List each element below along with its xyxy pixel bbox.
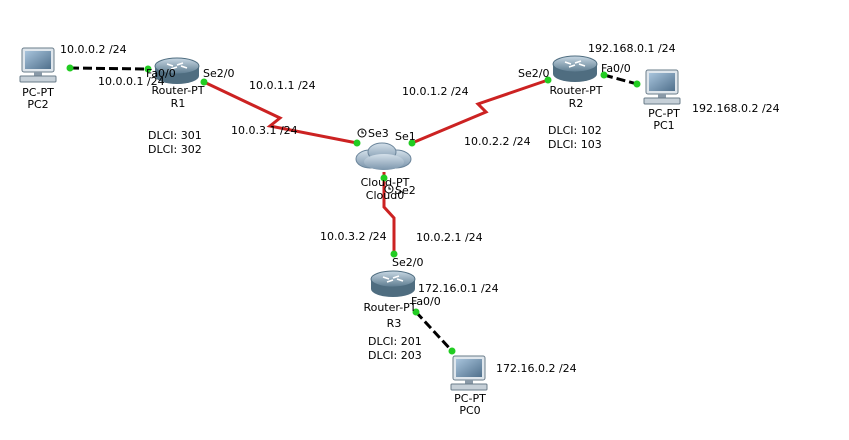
router-r2[interactable]: Router-PT R2 [549, 55, 603, 110]
dlci-label-r1: DLCI: 301 [148, 129, 202, 142]
ip-label-pc2: 10.0.0.2 /24 [60, 43, 127, 56]
port-dot-pc1 [633, 80, 641, 88]
port-dot-r3-fa [412, 308, 420, 316]
ip-label-r3-se-sub: 10.0.3.2 /24 [320, 230, 387, 243]
port-dot-cloud-se2 [380, 174, 388, 182]
ip-label-r3-se: 10.0.2.1 /24 [416, 231, 483, 244]
router-icon [370, 270, 416, 297]
ip-label-r1-se-sub: 10.0.3.1 /24 [231, 124, 298, 137]
router-icon [552, 55, 598, 82]
router-r3[interactable]: Router-PT R3 [363, 270, 417, 330]
port-label-r1-fa: Fa0/0 [146, 67, 176, 80]
dlci-label-r2: DLCI: 103 [548, 138, 602, 151]
pc-icon [450, 355, 488, 391]
serial-link-r1-cloud[interactable] [203, 80, 358, 145]
pc-pc1[interactable]: PC-PT PC1 [643, 69, 681, 132]
port-label-cloud-se1: Se1 [395, 130, 416, 143]
ip-label-r1-fa: 10.0.0.1 /24 [98, 75, 165, 88]
device-model-label: Cloud-PT [361, 176, 410, 189]
device-model-label: PC-PT [22, 86, 54, 99]
port-label-r3-fa: Fa0/0 [411, 295, 441, 308]
port-label-cloud-se3: Se3 [368, 127, 389, 140]
ip-label-r2-fa: 192.168.0.1 /24 [588, 42, 676, 55]
device-name-label: Cloud0 [366, 189, 404, 202]
ip-label-pc1: 192.168.0.2 /24 [692, 102, 780, 115]
port-dot-pc2 [66, 64, 74, 72]
serial-link-r2-cloud[interactable] [411, 78, 549, 145]
ip-label-r3-fa: 172.16.0.1 /24 [418, 282, 499, 295]
dlci-label-r3: DLCI: 203 [368, 349, 422, 362]
pc-icon [19, 47, 57, 83]
pc-pc0[interactable]: PC-PT PC0 [450, 355, 488, 417]
pc-pc2[interactable]: PC-PT PC2 [19, 47, 57, 111]
pc-icon [643, 69, 681, 105]
cloud-cloud0[interactable]: Cloud-PT Cloud0 [355, 142, 412, 202]
device-name-label: R3 [387, 317, 402, 330]
device-model-label: PC-PT [648, 107, 680, 120]
router-r1[interactable]: Router-PT R1 [151, 57, 205, 110]
device-model-label: Router-PT [151, 84, 204, 97]
device-name-label: R2 [569, 97, 584, 110]
clock-icon [357, 128, 367, 138]
port-labels: Fa0/0 Se2/0 Se2/0 Fa0/0 Se2/0 Fa0/0 Se3 … [146, 62, 631, 308]
router-icon [154, 57, 200, 84]
ethernet-link-pc2-r1[interactable] [69, 66, 149, 71]
device-model-label: PC-PT [454, 392, 486, 405]
serial-link-r3-cloud[interactable] [382, 172, 396, 254]
ethernet-link-r3-pc0[interactable] [414, 310, 454, 353]
port-dot-cloud-se3 [353, 139, 361, 147]
port-dot-r1-fa [144, 65, 152, 73]
dlci-labels: DLCI: 301 DLCI: 302 DLCI: 102 DLCI: 103 … [148, 124, 602, 362]
address-labels: 10.0.0.2 /24 10.0.0.1 /24 10.0.1.1 /24 1… [60, 42, 780, 375]
ip-label-r1-se: 10.0.1.1 /24 [249, 79, 316, 92]
dlci-label-r2: DLCI: 102 [548, 124, 602, 137]
dlci-label-r1: DLCI: 302 [148, 143, 202, 156]
ip-label-r2-se: 10.0.1.2 /24 [402, 85, 469, 98]
port-dot-r2-fa [600, 71, 608, 79]
port-label-r1-se: Se2/0 [203, 67, 234, 80]
port-label-r2-se: Se2/0 [518, 67, 549, 80]
device-model-label: Router-PT [549, 84, 602, 97]
ip-label-r2-se-sub: 10.0.2.2 /24 [464, 135, 531, 148]
links [69, 66, 638, 353]
port-dot-r3-se [390, 250, 398, 258]
port-label-cloud-se2: Se2 [395, 184, 416, 197]
cloud-icon [355, 142, 412, 170]
clock-icon [384, 184, 394, 194]
device-name-label: R1 [171, 97, 186, 110]
dlci-label-r3: DLCI: 201 [368, 335, 422, 348]
port-dot-pc0 [448, 347, 456, 355]
ip-label-pc0: 172.16.0.2 /24 [496, 362, 577, 375]
port-label-r3-se: Se2/0 [392, 256, 423, 269]
port-dot-cloud-se1 [408, 139, 416, 147]
device-name-label: PC2 [27, 98, 48, 111]
device-name-label: PC1 [653, 119, 674, 132]
ethernet-link-r2-pc1[interactable] [603, 73, 638, 86]
device-model-label: Router-PT [363, 301, 416, 314]
port-dot-r1-se [200, 78, 208, 86]
port-indicators [66, 64, 641, 355]
port-label-r2-fa: Fa0/0 [601, 62, 631, 75]
device-name-label: PC0 [459, 404, 480, 417]
port-dot-r2-se [544, 76, 552, 84]
